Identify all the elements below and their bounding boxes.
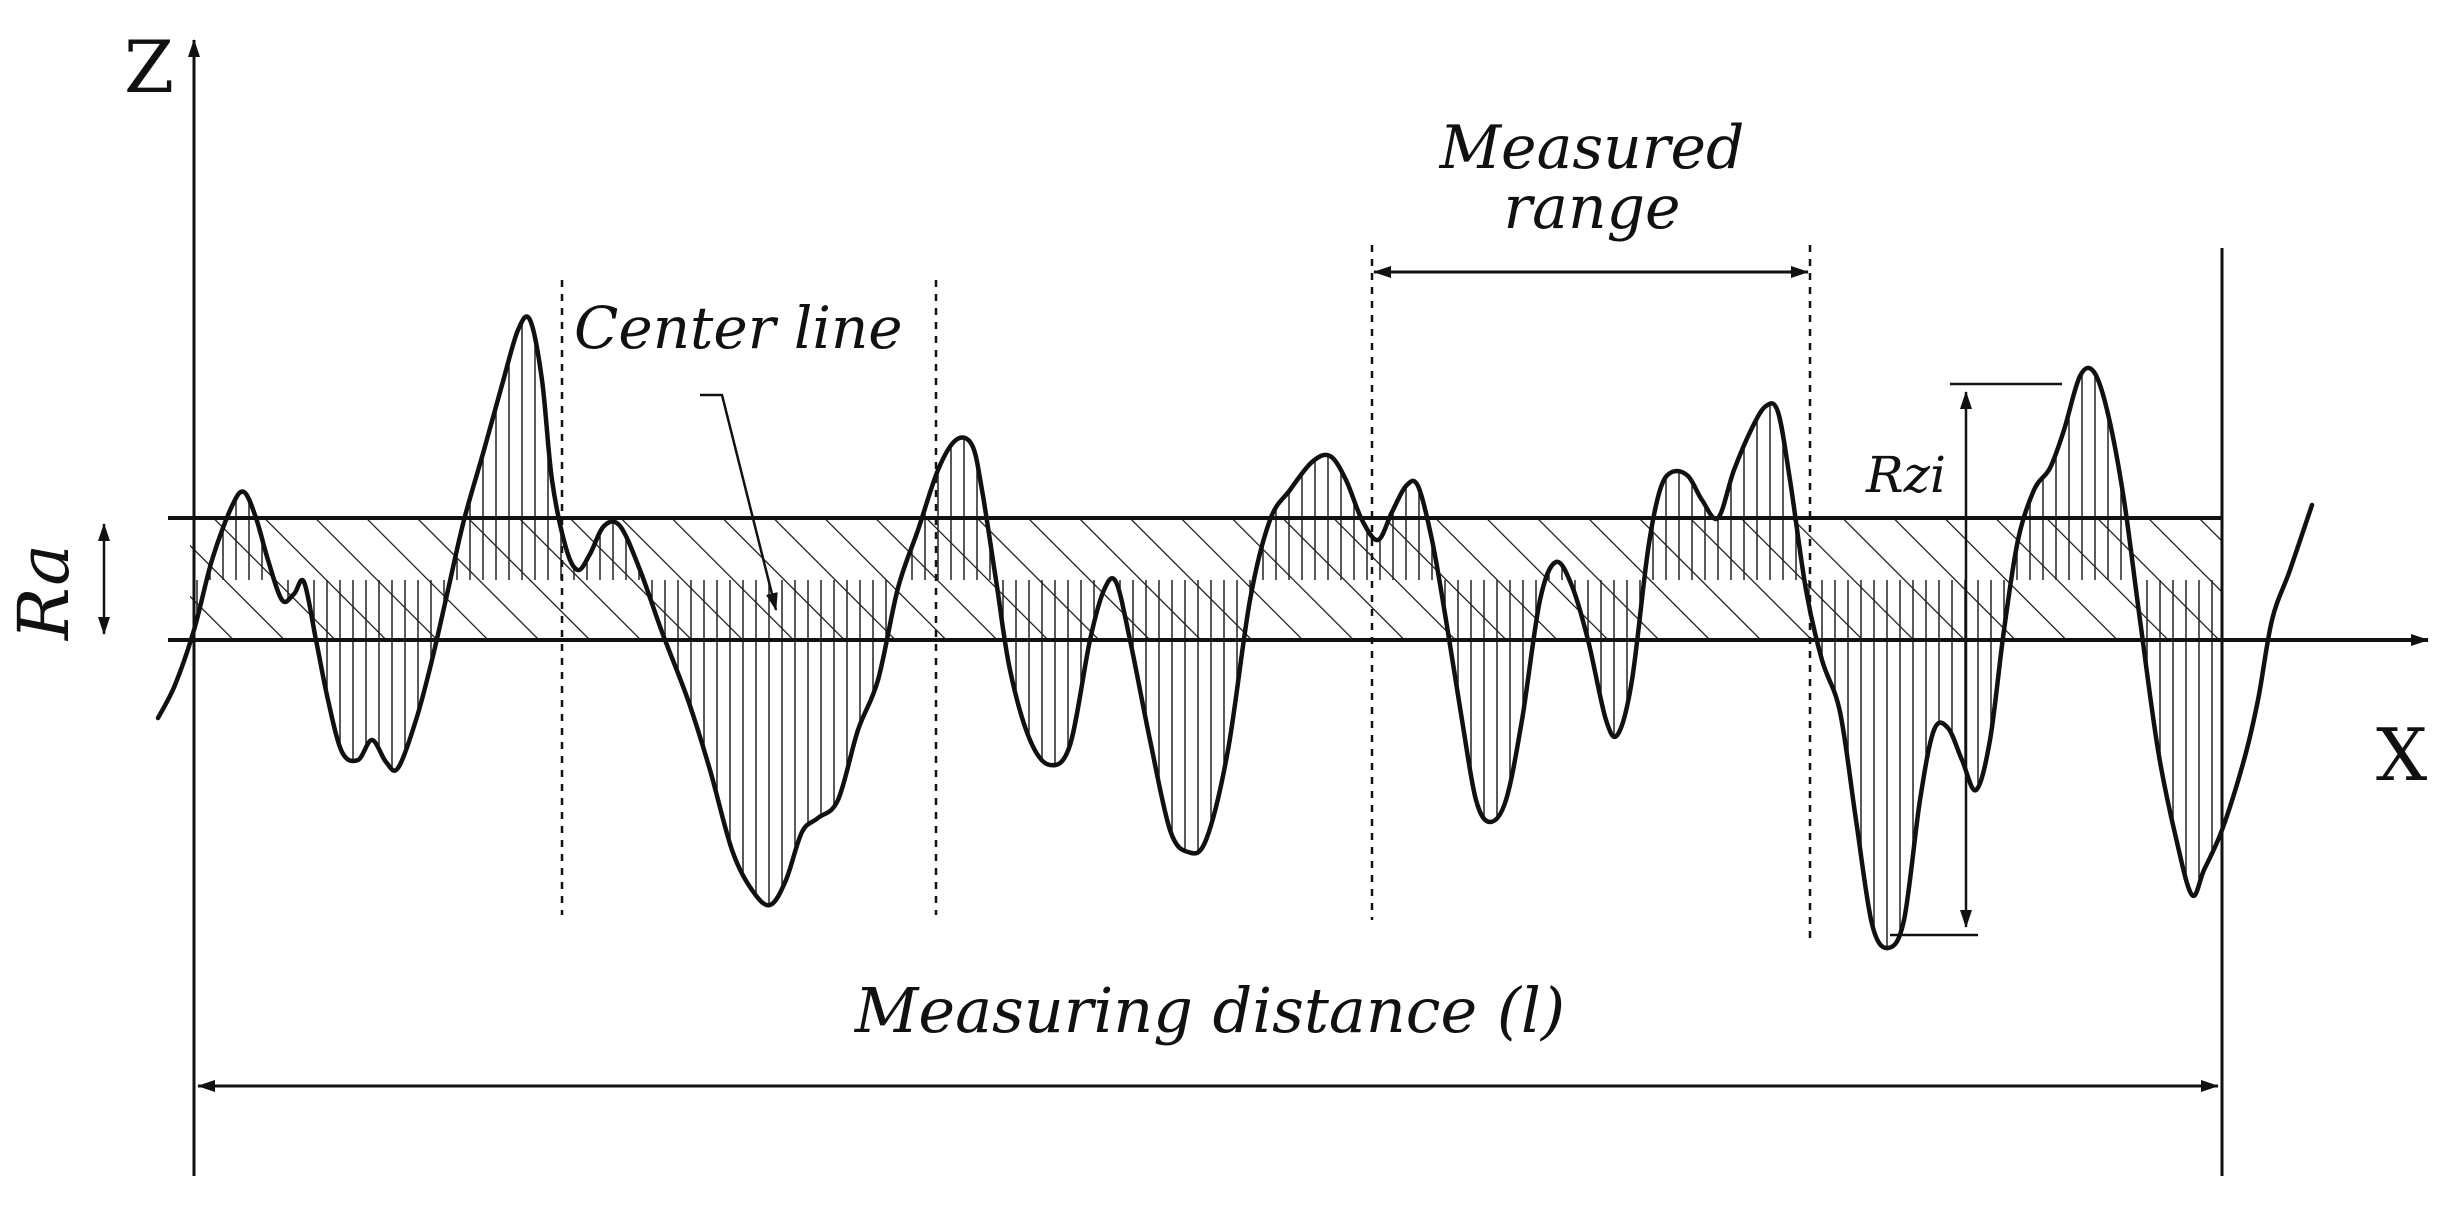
center-line-leader <box>700 393 778 611</box>
rzi-label: Rzi <box>1865 446 1946 504</box>
measuring-distance-label: Measuring distance (l) <box>854 974 1565 1047</box>
measured-range-label-line1: Measured <box>1439 113 1745 183</box>
z-axis-label: Z <box>124 25 174 109</box>
center-line-label: Center line <box>574 294 903 362</box>
measured-range-label-line2: range <box>1503 173 1680 243</box>
profile-hatching-below <box>190 580 2222 949</box>
x-axis-label: X <box>2376 713 2427 797</box>
profile-hatching-above <box>190 316 2222 580</box>
ra-label: Ra <box>3 544 85 642</box>
